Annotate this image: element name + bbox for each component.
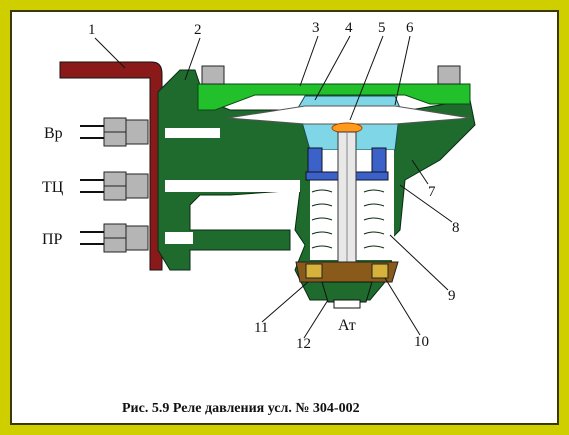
label-4: 4 [345,20,353,36]
figure-caption: Рис. 5.9 Реле давления усл. № 304-002 [122,401,360,416]
exhaust-cap [321,281,373,303]
fitting-pr [80,223,149,253]
relay-cover [197,83,471,111]
channel-tc [165,180,300,192]
port-label-at: Ат [338,317,356,334]
label-11: 11 [254,320,268,336]
port-label-vr: Вр [44,125,63,142]
nut-insert-left [305,263,323,279]
inner-frame [10,10,559,425]
label-7: 7 [428,184,436,200]
bracket-pipe [59,61,163,271]
spring [311,186,385,248]
leader-lines [94,35,453,339]
label-8: 8 [452,220,460,236]
label-12: 12 [296,336,311,352]
label-10: 10 [414,334,429,350]
label-6: 6 [406,20,414,36]
cover-bolt-left [201,65,225,85]
label-9: 9 [448,288,456,304]
port-label-pr: ПР [42,231,63,248]
diaphragm [227,105,471,125]
label-2: 2 [194,22,202,38]
label-1: 1 [88,22,96,38]
nut-insert-right [371,263,389,279]
fitting-tc [80,171,149,201]
label-3: 3 [312,20,320,36]
port-label-tc: ТЦ [42,179,64,196]
spring-shadow [311,189,385,249]
cover-bolt-right [437,65,461,85]
fitting-vr [80,117,149,147]
channel-pr [165,232,193,244]
exhaust-port [333,299,361,309]
label-5: 5 [378,20,386,36]
channel-vr [165,128,220,138]
